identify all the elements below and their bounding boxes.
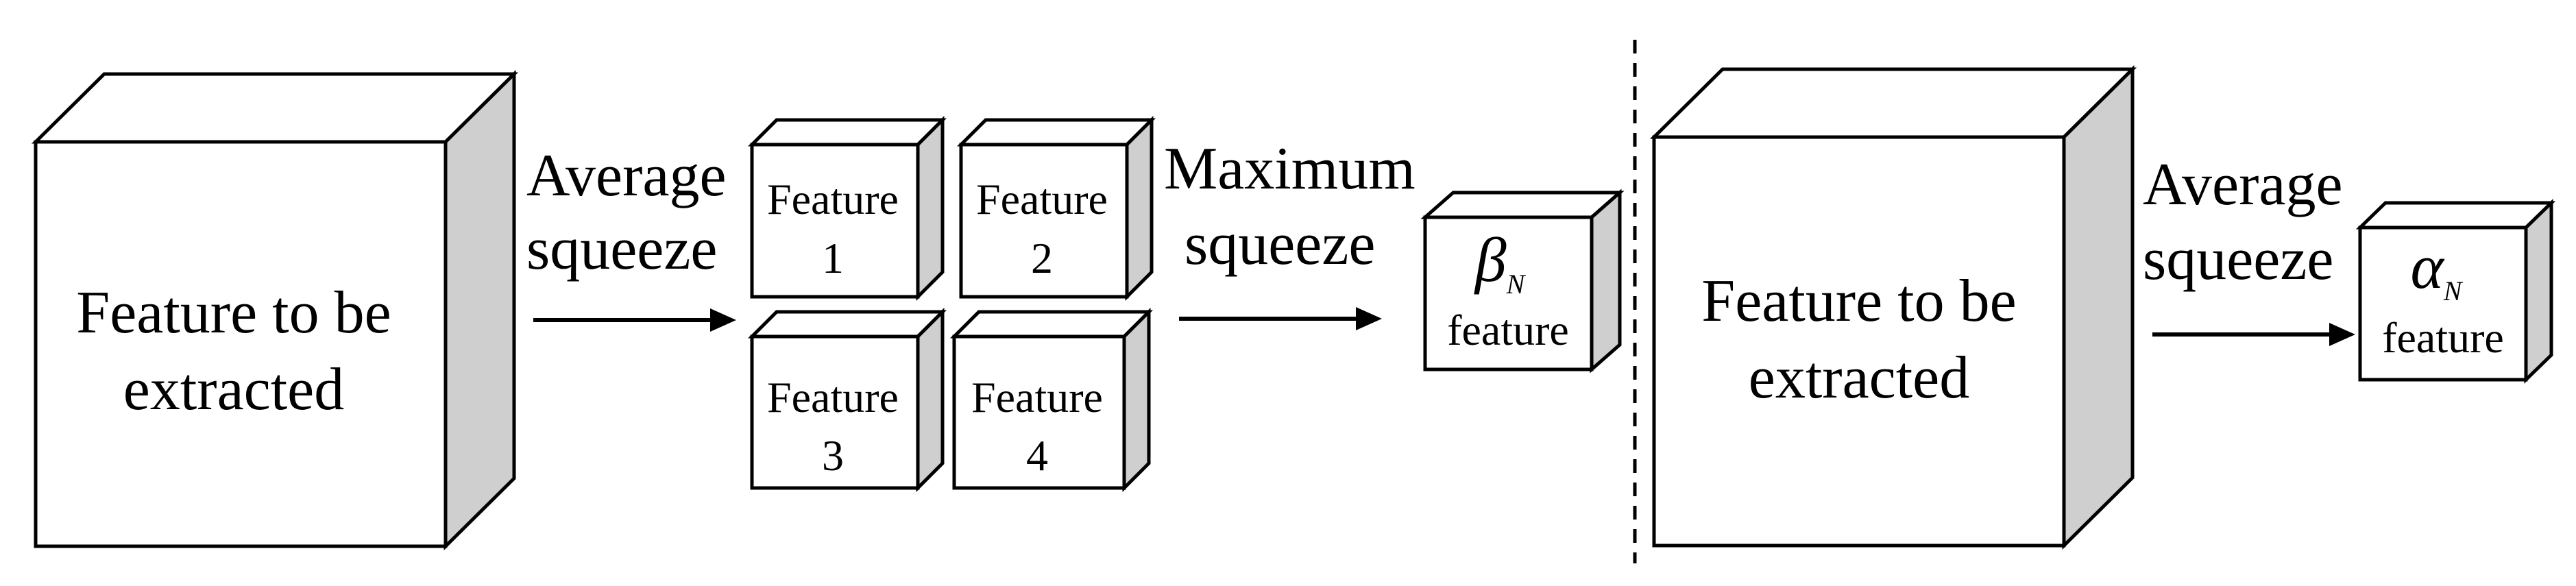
average-squeeze-right-label-line2: squeeze [2143, 226, 2333, 293]
feature-2-cube: Feature 2 [956, 115, 1156, 302]
alpha-subscript: N [2443, 276, 2464, 306]
beta-n-feature-cube: βN feature [1420, 188, 1625, 374]
input-feature-label-line1: Feature to be [76, 280, 391, 346]
maximum-squeeze-label-line2: squeeze [1184, 211, 1375, 278]
feature-2-label-line1: Feature [976, 175, 1108, 223]
input-feature-label-line2: extracted [123, 356, 344, 423]
feature-1-label-line2: 1 [822, 234, 844, 282]
beta-symbol: β [1474, 225, 1507, 295]
average-squeeze-label-line2: squeeze [526, 216, 717, 282]
beta-n-feature-label: feature [1447, 306, 1569, 354]
alpha-n-feature-cube: αN feature [2355, 199, 2556, 384]
input-feature-right-label-line2: extracted [1749, 345, 1969, 411]
alpha-n-symbol: αN [2411, 232, 2464, 306]
input-feature-cube-left: Feature to be extracted [31, 70, 519, 550]
average-squeeze-right-label-line1: Average [2143, 151, 2343, 218]
alpha-n-feature-label: feature [2382, 313, 2504, 362]
feature-1-cube: Feature 1 [747, 115, 947, 302]
feature-2-label-line2: 2 [1031, 234, 1053, 282]
average-squeeze-label-line1: Average [526, 143, 727, 209]
beta-n-symbol: βN [1474, 225, 1527, 300]
average-squeeze-arrow-right: Average squeeze [2143, 151, 2355, 346]
feature-3-cube: Feature 3 [747, 307, 947, 493]
maximum-squeeze-arrow: Maximum squeeze [1164, 136, 1415, 330]
feature-3-label-line2: 3 [822, 431, 844, 480]
average-squeeze-arrow-left: Average squeeze [526, 143, 736, 332]
beta-subscript: N [1506, 269, 1527, 300]
maximum-squeeze-label-line1: Maximum [1164, 136, 1415, 202]
feature-1-label-line1: Feature [767, 175, 899, 223]
feature-4-cube: Feature 4 [949, 307, 1154, 493]
input-feature-cube-right: Feature to be extracted [1649, 65, 2137, 550]
feature-3-label-line1: Feature [767, 373, 899, 422]
feature-4-label-line2: 4 [1026, 431, 1048, 480]
input-feature-right-label-line1: Feature to be [1701, 268, 2016, 334]
feature-4-label-line1: Feature [971, 373, 1103, 422]
alpha-symbol: α [2411, 232, 2445, 302]
